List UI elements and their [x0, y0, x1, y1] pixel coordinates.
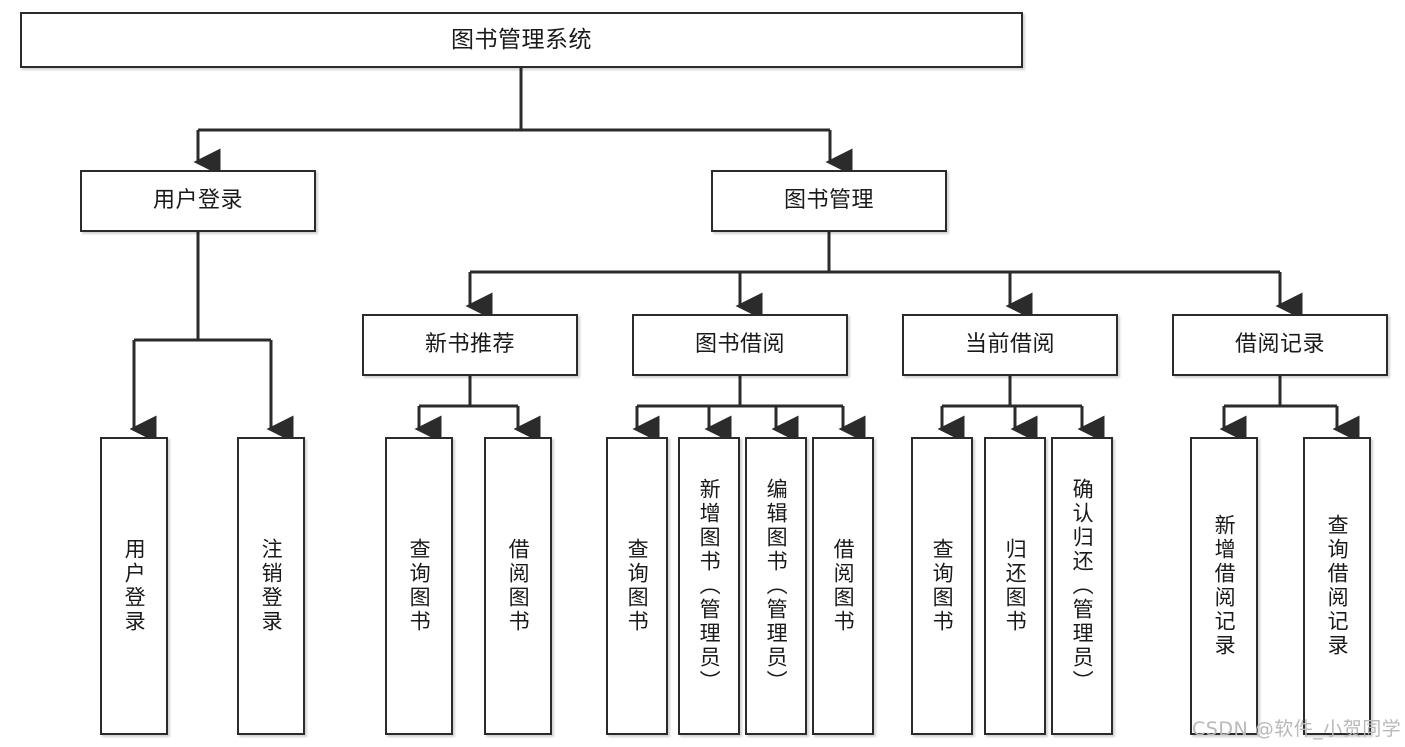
- node-leaf-logout[interactable]: 注销登录: [237, 437, 305, 735]
- node-new-book-recommend-label: 新书推荐: [424, 332, 515, 358]
- node-leaf-query-record[interactable]: 查询借阅记录: [1303, 437, 1371, 735]
- node-leaf-add-record[interactable]: 新增借阅记录: [1190, 437, 1258, 735]
- node-leaf-user-login-label: 用户登录: [122, 538, 147, 634]
- node-leaf-query-book-3[interactable]: 查询图书: [911, 437, 973, 735]
- node-leaf-edit-book[interactable]: 编辑图书（管理员）: [745, 437, 807, 735]
- node-leaf-add-book-label: 新增图书（管理员）: [697, 478, 722, 694]
- node-current-borrow[interactable]: 当前借阅: [902, 314, 1118, 376]
- node-leaf-borrow-book-2[interactable]: 借阅图书: [812, 437, 874, 735]
- node-book-manage-label: 图书管理: [783, 188, 874, 214]
- node-root-label: 图书管理系统: [451, 26, 592, 53]
- node-book-borrow-label: 图书借阅: [694, 332, 785, 358]
- node-leaf-query-record-label: 查询借阅记录: [1325, 514, 1350, 658]
- node-borrow-record[interactable]: 借阅记录: [1172, 314, 1388, 376]
- node-leaf-query-book-2-label: 查询图书: [625, 538, 650, 634]
- node-leaf-borrow-book-2-label: 借阅图书: [831, 538, 856, 634]
- node-leaf-borrow-book-1[interactable]: 借阅图书: [484, 437, 552, 735]
- node-leaf-add-book[interactable]: 新增图书（管理员）: [678, 437, 740, 735]
- node-user-login-label: 用户登录: [152, 188, 243, 214]
- node-user-login[interactable]: 用户登录: [80, 170, 316, 232]
- node-leaf-query-book-1[interactable]: 查询图书: [385, 437, 453, 735]
- node-leaf-user-login[interactable]: 用户登录: [100, 437, 168, 735]
- node-borrow-record-label: 借阅记录: [1234, 332, 1325, 358]
- node-leaf-logout-label: 注销登录: [259, 538, 284, 634]
- node-leaf-return-book[interactable]: 归还图书: [984, 437, 1046, 735]
- node-leaf-return-book-label: 归还图书: [1003, 538, 1028, 634]
- node-leaf-query-book-2[interactable]: 查询图书: [606, 437, 668, 735]
- node-leaf-add-record-label: 新增借阅记录: [1212, 514, 1237, 658]
- node-current-borrow-label: 当前借阅: [964, 332, 1055, 358]
- node-new-book-recommend[interactable]: 新书推荐: [362, 314, 578, 376]
- node-leaf-edit-book-label: 编辑图书（管理员）: [764, 478, 789, 694]
- node-leaf-borrow-book-1-label: 借阅图书: [506, 538, 531, 634]
- node-leaf-query-book-1-label: 查询图书: [407, 538, 432, 634]
- node-book-borrow[interactable]: 图书借阅: [632, 314, 848, 376]
- node-leaf-confirm-return-label: 确认归还（管理员）: [1070, 478, 1095, 694]
- node-leaf-query-book-3-label: 查询图书: [930, 538, 955, 634]
- node-leaf-confirm-return[interactable]: 确认归还（管理员）: [1051, 437, 1113, 735]
- node-root[interactable]: 图书管理系统: [20, 12, 1023, 68]
- node-book-manage[interactable]: 图书管理: [711, 170, 947, 232]
